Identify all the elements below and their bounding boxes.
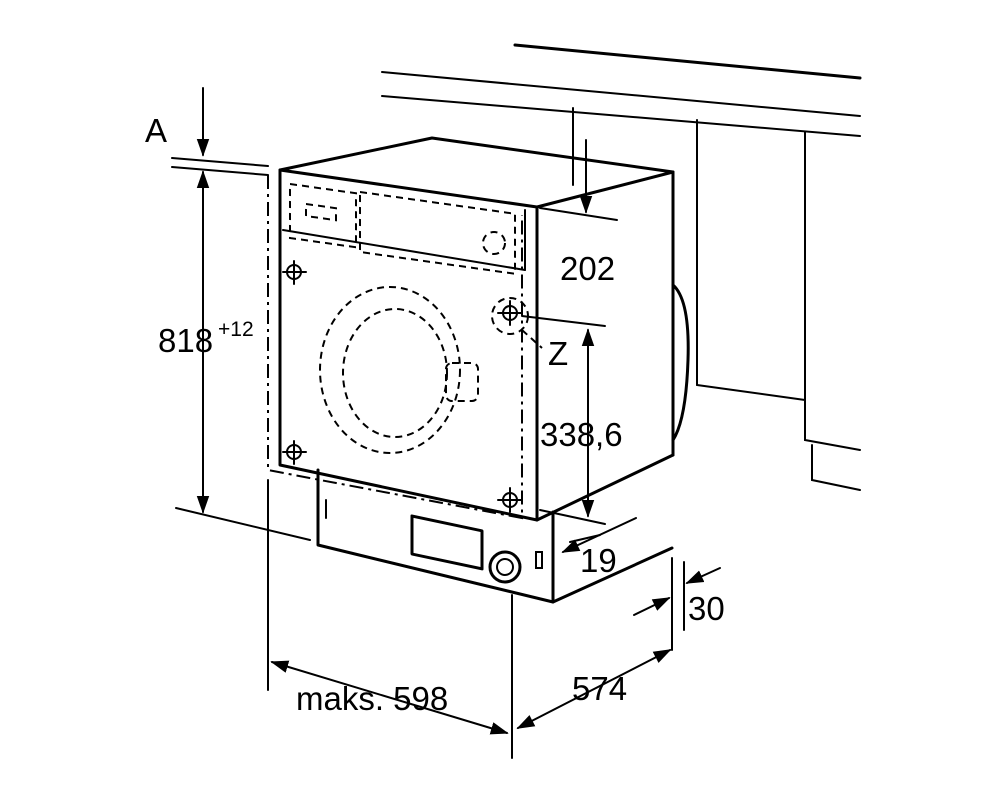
- plinth: [316, 468, 674, 604]
- dimension-202: 202: [539, 139, 618, 287]
- label-height: 818: [158, 322, 213, 359]
- dimension-height: 818 +12: [158, 170, 311, 541]
- label-574: 574: [572, 670, 627, 707]
- label-202: 202: [560, 250, 615, 287]
- label-height-tolerance: +12: [218, 318, 254, 341]
- dimension-574: 574: [511, 594, 672, 759]
- dimension-a: A: [145, 87, 269, 176]
- dimension-width: maks. 598: [267, 479, 509, 735]
- label-z: Z: [548, 335, 568, 372]
- washing-machine-body: [267, 136, 690, 522]
- worktop-and-cabinet: [381, 43, 862, 491]
- label-a: A: [145, 112, 167, 149]
- dimension-19: 19: [561, 517, 637, 579]
- label-338-6: 338,6: [540, 416, 623, 453]
- dimension-338-6: Z 338,6: [521, 315, 623, 525]
- label-width: maks. 598: [296, 680, 448, 717]
- label-19: 19: [580, 542, 617, 579]
- dimension-30: 30: [633, 557, 725, 651]
- label-30: 30: [688, 590, 725, 627]
